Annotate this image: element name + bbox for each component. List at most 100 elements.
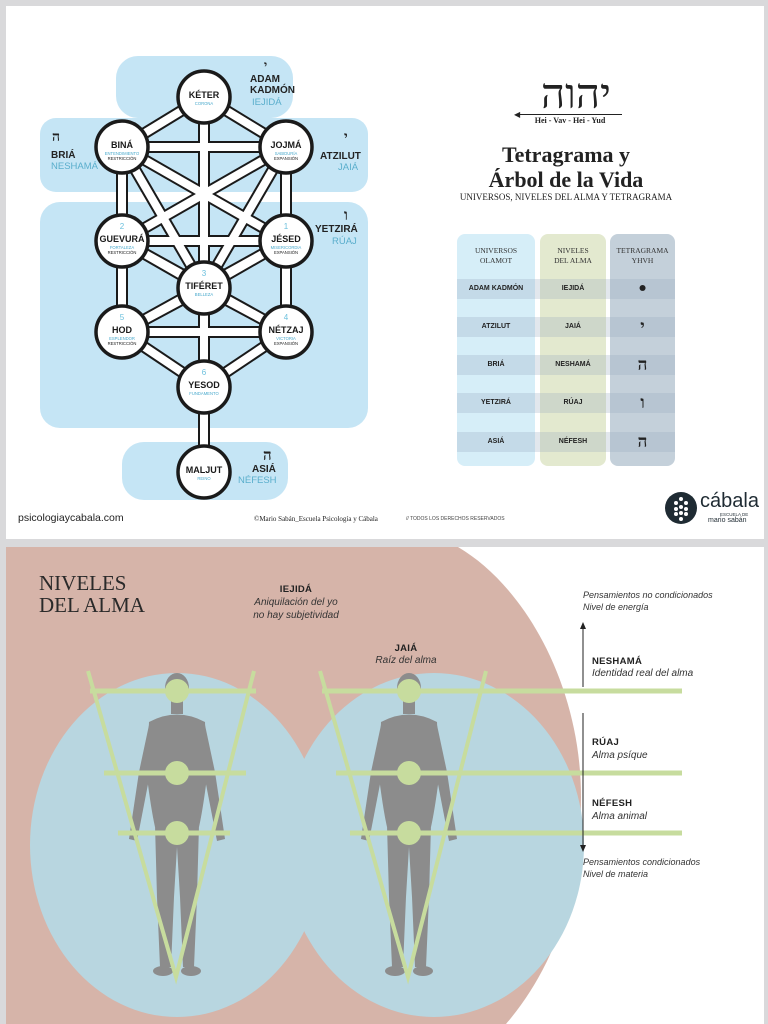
title-line-2: Árbol de la Vida [488, 167, 644, 192]
table-cell-nivel: JAIÁ [565, 323, 581, 330]
table-col-tetragrama [610, 234, 675, 466]
sefira-name: JÉSED [271, 234, 301, 244]
right-triangle [318, 670, 488, 985]
nefesh-name: NÉFESH [592, 798, 633, 809]
sefira-number: 3 [202, 269, 207, 278]
logo-tree-icon [665, 492, 697, 524]
neshama-desc: Identidad real del alma [592, 668, 694, 679]
sefira-circle [258, 304, 314, 360]
table-cell-letter: ו [640, 393, 645, 413]
top-note-1: Pensamientos no condicionados [583, 590, 713, 600]
world-bria-name: BRIÁ [51, 150, 76, 161]
table-row [457, 355, 675, 375]
world-bria-soul: NESHAMÁ [51, 161, 98, 172]
sefira-circle [94, 213, 150, 269]
table-row [457, 432, 675, 452]
table-cell-letter: ה [637, 432, 648, 452]
sefira-meaning: FUNDAMENTO [189, 391, 219, 396]
logo-sub2: mario sabán [708, 517, 747, 524]
table-head-universos: UNIVERSOS OLAMOT [474, 246, 518, 265]
sefira-circle [176, 260, 232, 316]
sefira-meaning: MISERICORDIA [271, 245, 302, 250]
sefira-quality: EXPANSIÓN [274, 341, 298, 346]
left-crown-point [165, 679, 189, 703]
world-atzilut-name: ATZILUT [320, 151, 361, 162]
soul-levels-panel: NIVELES DEL ALMA IEJIDÁ Aniquilación del… [6, 547, 764, 1024]
iejida-desc-1: Aniquilación del yo [254, 597, 338, 608]
left-triangle [86, 670, 256, 985]
table-col-niveles [540, 234, 606, 466]
iejida-name: IEJIDÁ [279, 584, 313, 595]
sefira-quality: EXPANSIÓN [274, 250, 298, 255]
soul-title-line2: DEL ALMA [39, 593, 145, 617]
table-cell-nivel: IEJIDÁ [561, 285, 585, 292]
left-heart-point [165, 761, 189, 785]
title-line-1: Tetragrama y [501, 142, 631, 167]
sefira-meaning: ESPLENDOR [109, 336, 135, 341]
down-arrow-icon [580, 845, 586, 852]
sefira-quality: RESTRICCIÓN [108, 156, 137, 161]
table-row [457, 317, 675, 337]
sefira-meaning: CORONA [195, 101, 214, 106]
sefira-circle [94, 119, 150, 175]
soul-levels-diagram [6, 547, 682, 1024]
sefira-quality: RESTRICCIÓN [108, 341, 137, 346]
sefira-name: JOJMÁ [270, 140, 302, 150]
table-cell-nivel: RÚAJ [563, 399, 583, 406]
table-cell-universo: BRIÁ [487, 361, 505, 368]
table-cell-universo: ATZILUT [481, 323, 511, 330]
sefira-name: KÉTER [189, 90, 220, 100]
sefira-quality: EXPANSIÓN [274, 156, 298, 161]
nefesh-desc: Alma animal [592, 811, 648, 822]
footer-copyright: ©Mario Sabán_Escuela Psicología y Cábala [254, 515, 378, 523]
neshama-name: NESHAMÁ [592, 656, 643, 667]
table-cell-universo: ASIÁ [487, 438, 505, 445]
sefira-meaning: SABIDURÍA [275, 151, 298, 156]
world-asia-letter: ה [263, 446, 272, 464]
sefira-quality: RESTRICCIÓN [108, 250, 137, 255]
hebrew-caption: Hei - Vav - Hei - Yud [534, 116, 606, 125]
up-arrow-icon [580, 622, 586, 629]
right-navel-point [397, 821, 421, 845]
sefira-number: 4 [284, 313, 289, 322]
top-note-2: Nivel de energía [583, 602, 649, 612]
logo-sub1: ESCUELA DE [720, 512, 749, 517]
table-head-niveles: NIVELES DEL ALMA [554, 246, 592, 265]
ruaj-desc: Alma psíque [592, 750, 648, 761]
world-bria-letter: ה [52, 129, 61, 145]
arrow-left-icon: ◀ [514, 110, 521, 119]
table-row [457, 279, 675, 299]
sefira-name: GUEVURÁ [99, 234, 145, 244]
right-heart-point [397, 761, 421, 785]
sefira-circle [94, 304, 150, 360]
sefira-name: YESOD [188, 380, 220, 390]
table-cell-letter: ה [637, 355, 648, 375]
left-navel-point [165, 821, 189, 845]
sefira-circle [258, 213, 314, 269]
world-asia-soul: NÉFESH [238, 475, 277, 486]
sefira-name: TIFÉRET [185, 281, 223, 291]
soul-title-line1: NIVELES [39, 571, 127, 595]
sefira-name: MALJUT [186, 465, 223, 475]
table-cell-nivel: NÉFESH [558, 438, 588, 445]
sefira-circle [176, 359, 232, 415]
sefira-name: BINÁ [111, 140, 133, 150]
world-yetzira-soul: RÚAJ [332, 236, 357, 247]
table-cell-universo: ADAM KADMÓN [468, 285, 524, 292]
sefira-number: 6 [202, 368, 207, 377]
world-adam-soul: IEJIDÁ [252, 97, 282, 108]
right-circle [284, 673, 584, 1017]
world-adam-name: ADAM KADMÓN [250, 74, 295, 96]
right-crown-point [397, 679, 421, 703]
sefira-number: 1 [284, 222, 289, 231]
footer-rights: // TODOS LOS DERECHOS RESERVADOS [406, 516, 505, 522]
